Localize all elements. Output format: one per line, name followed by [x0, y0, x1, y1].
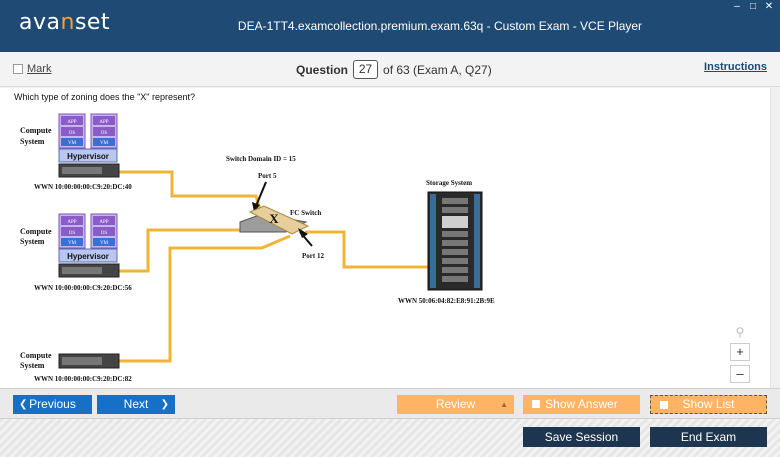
- cable-compute2: [118, 228, 244, 273]
- compute-system-1: Compute System APP OS VM APP OS VM Hyper…: [20, 113, 132, 191]
- window-controls: – □ ✕: [732, 2, 774, 12]
- compute-label-1a: Compute: [20, 126, 52, 135]
- app-label: APP: [99, 220, 108, 225]
- next-label: Next: [123, 397, 149, 411]
- storage-wwn: WWN 50:06:04:82:E8:91:2B:9E: [398, 297, 495, 305]
- previous-button[interactable]: ❮ Previous: [13, 395, 92, 414]
- wwn-2: WWN 10:00:00:00:C9:20:DC:56: [34, 284, 132, 292]
- compute-label-3b: System: [20, 361, 45, 370]
- zoning-diagram: Compute System APP OS VM APP OS VM Hyper…: [20, 113, 495, 383]
- window-title: DEA-1TT4.examcollection.premium.exam.63q…: [237, 19, 643, 33]
- app-label: APP: [67, 120, 76, 125]
- port12-label: Port 12: [302, 252, 324, 260]
- mark-toggle[interactable]: Mark: [13, 63, 51, 75]
- port5-arrow: [255, 181, 267, 207]
- question-number-input[interactable]: 27: [353, 60, 379, 79]
- storage-system: Storage System WWN 50:06:04:82:E8:91:2B:…: [398, 179, 495, 305]
- title-bar: avanset DEA-1TT4.examcollection.premium.…: [0, 0, 780, 52]
- hypervisor-label: Hypervisor: [67, 152, 109, 161]
- question-text: Which type of zoning does the "X" repres…: [14, 92, 195, 102]
- review-button[interactable]: Review ▲: [397, 395, 514, 414]
- show-answer-button[interactable]: Show Answer: [523, 395, 640, 414]
- navigation-bar: ❮ Previous Next ❯ Review ▲ Show Answer S…: [0, 388, 780, 418]
- zoom-in-button[interactable]: +: [730, 343, 750, 361]
- zoom-out-button[interactable]: –: [730, 365, 750, 383]
- compute-label-2a: Compute: [20, 227, 52, 236]
- show-list-label: Show List: [682, 397, 735, 411]
- switch-domain-label: Switch Domain ID = 15: [226, 155, 296, 163]
- vertical-scrollbar[interactable]: [770, 88, 780, 388]
- question-content: Which type of zoning does the "X" repres…: [0, 88, 780, 388]
- fc-cables: [118, 170, 428, 363]
- zone-ellipse: [248, 205, 310, 235]
- review-label: Review: [435, 397, 476, 411]
- triangle-up-icon: ▲: [500, 400, 508, 409]
- question-label: Question: [296, 62, 349, 77]
- magnifier-icon[interactable]: ⚲: [735, 325, 745, 339]
- vm-label: VM: [68, 141, 77, 146]
- question-header: Mark Question 27 of 63 (Exam A, Q27) Ins…: [0, 52, 780, 87]
- app-logo: avanset: [19, 10, 111, 35]
- compute-system-3: Compute System WWN 10:00:00:00:C9:20:DC:…: [20, 351, 132, 383]
- fc-switch: Switch Domain ID = 15 Port 5 X FC Switch…: [226, 155, 324, 260]
- bottom-bar: Save Session End Exam: [0, 418, 780, 457]
- question-total: of 63 (Exam A, Q27): [383, 62, 492, 77]
- storage-label: Storage System: [426, 179, 472, 187]
- app-label: APP: [99, 120, 108, 125]
- wwn-3: WWN 10:00:00:00:C9:20:DC:82: [34, 375, 132, 383]
- instructions-link[interactable]: Instructions: [704, 61, 767, 73]
- minimize-icon[interactable]: –: [734, 1, 740, 12]
- cable-compute3: [118, 234, 291, 363]
- mark-checkbox[interactable]: [13, 64, 23, 74]
- os-label: OS: [101, 131, 108, 136]
- fc-switch-label: FC Switch: [290, 209, 321, 217]
- hypervisor-label: Hypervisor: [67, 252, 109, 261]
- cable-compute1: [118, 170, 264, 217]
- zone-x-mark: X: [269, 211, 279, 226]
- cable-storage: [305, 230, 428, 269]
- show-answer-label: Show Answer: [545, 397, 618, 411]
- show-list-button[interactable]: Show List: [650, 395, 767, 414]
- vm-label: VM: [100, 241, 109, 246]
- port5-label: Port 5: [258, 172, 277, 180]
- previous-label: Previous: [29, 397, 76, 411]
- os-label: OS: [69, 231, 76, 236]
- wwn-1: WWN 10:00:00:00:C9:20:DC:40: [34, 183, 132, 191]
- close-icon[interactable]: ✕: [764, 1, 774, 12]
- os-label: OS: [69, 131, 76, 136]
- show-answer-checkbox[interactable]: [532, 400, 540, 408]
- next-button[interactable]: Next ❯: [97, 395, 175, 414]
- compute-system-2: Compute System APP OS VM APP OS VM Hyper…: [20, 213, 132, 292]
- compute-label-2b: System: [20, 237, 45, 246]
- chevron-right-icon: ❯: [160, 399, 169, 410]
- os-label: OS: [101, 231, 108, 236]
- end-exam-button[interactable]: End Exam: [650, 427, 767, 447]
- save-session-button[interactable]: Save Session: [523, 427, 640, 447]
- show-list-checkbox[interactable]: [660, 401, 668, 409]
- compute-label-1b: System: [20, 137, 45, 146]
- vm-label: VM: [68, 241, 77, 246]
- app-label: APP: [67, 220, 76, 225]
- chevron-left-icon: ❮: [19, 399, 28, 410]
- mark-label: Mark: [27, 63, 52, 75]
- compute-label-3a: Compute: [20, 351, 52, 360]
- maximize-icon[interactable]: □: [749, 1, 757, 12]
- question-indicator: Question 27 of 63 (Exam A, Q27): [296, 60, 492, 79]
- vm-label: VM: [100, 141, 109, 146]
- zoom-tools: ⚲ + –: [730, 325, 750, 383]
